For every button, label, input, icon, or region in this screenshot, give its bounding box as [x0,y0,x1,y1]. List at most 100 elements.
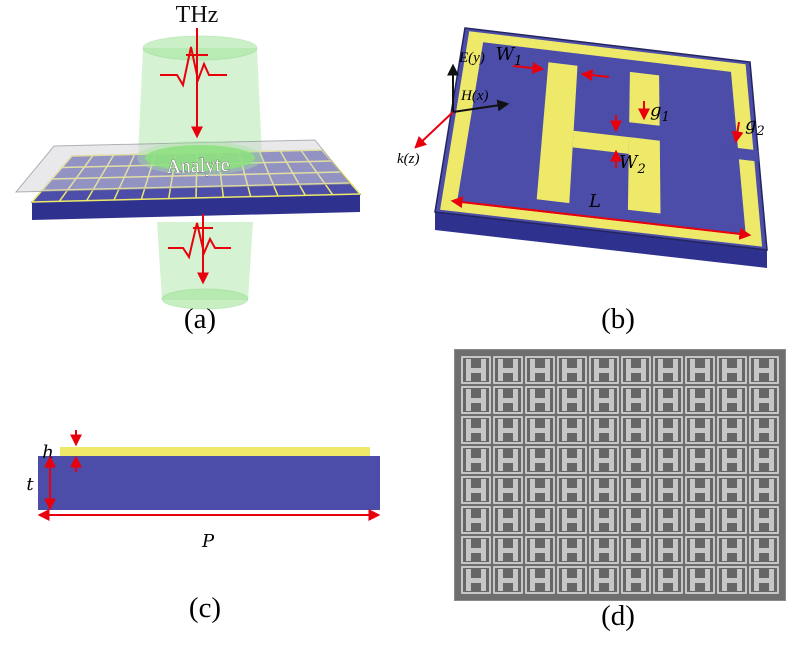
unit-cell [589,536,619,564]
unit-cell [557,506,587,534]
unit-cell [493,446,523,474]
unit-cell [589,356,619,384]
unit-cell [749,446,779,474]
unit-cell [557,536,587,564]
unit-cell [493,476,523,504]
resonator-right-bar-lower [627,137,661,214]
panel-a-label: (a) [183,303,217,335]
unit-cell [493,386,523,414]
unit-cell [461,476,491,504]
thz-beam-lower [157,222,253,310]
unit-cell [589,446,619,474]
panel-a-schematic: THz Analyte [14,2,362,310]
unit-cell [461,356,491,384]
gold-layer [60,447,370,456]
unit-cell [621,506,651,534]
dim-p-label: P [201,531,215,552]
unit-cell [589,566,619,594]
unit-cell [493,566,523,594]
unit-cell [557,416,587,444]
unit-cell [653,416,683,444]
unit-cell [461,566,491,594]
unit-cell [749,476,779,504]
axis-h-label: H(x) [460,88,488,104]
axis-e-label: E(y) [458,50,485,66]
unit-cell [525,476,555,504]
resonator-center-bar [572,130,629,154]
unit-cell [685,446,715,474]
unit-cell [621,356,651,384]
unit-cell [685,506,715,534]
unit-cell [461,386,491,414]
unit-cell [653,566,683,594]
dim-t-label: t [26,474,34,495]
panel-c-cross-section: h t P [26,430,381,552]
unit-cell [621,536,651,564]
unit-cell [685,386,715,414]
resonator-left-bar [536,62,578,204]
unit-cell [717,446,747,474]
unit-cell [621,446,651,474]
dim-l-label: L [588,191,601,212]
thz-label: THz [176,2,219,28]
unit-cell [525,356,555,384]
unit-cell [749,416,779,444]
dim-g2-label: g2 [745,114,765,139]
unit-cell [525,416,555,444]
transmitted-pulse-arrow [168,214,231,285]
substrate-layer [38,456,380,510]
unit-cell [717,476,747,504]
unit-cell [749,356,779,384]
unit-cell [749,506,779,534]
dim-w2-label: W2 [619,152,646,177]
unit-cell [685,416,715,444]
unit-cell [557,566,587,594]
analyte-label: Analyte [166,154,230,178]
incident-pulse-arrow [160,28,227,139]
dim-w1-label: W1 [496,44,523,69]
unit-cell [621,476,651,504]
unit-cell [717,416,747,444]
unit-cell [653,386,683,414]
unit-cell [461,446,491,474]
unit-cell [557,446,587,474]
cross-section-dimensions: h t P [26,430,381,552]
unit-cell [461,506,491,534]
unit-cell [749,536,779,564]
panel-c-label: (c) [188,592,222,624]
unit-cell [589,476,619,504]
unit-cell [717,386,747,414]
unit-cell [461,416,491,444]
unit-cell [589,386,619,414]
unit-cell [717,506,747,534]
unit-cell [717,536,747,564]
unit-cell [589,506,619,534]
unit-cell [653,446,683,474]
panel-b-label: (b) [601,303,635,335]
unit-cell [653,536,683,564]
unit-cell [557,356,587,384]
unit-cell [589,416,619,444]
resonator-right-bar-upper [629,71,660,126]
unit-cell [525,386,555,414]
unit-cell [749,566,779,594]
unit-cell [717,566,747,594]
unit-cell [493,416,523,444]
axis-k-label: k(z) [397,151,420,167]
unit-cell [685,536,715,564]
unit-cell [461,536,491,564]
unit-cell [717,356,747,384]
unit-cell [557,386,587,414]
dim-g1-label: g1 [650,100,670,125]
unit-cell [493,356,523,384]
unit-cell [685,476,715,504]
beam-footprint [137,141,263,175]
frame-gap-g2 [721,146,759,162]
dim-h-label: h [42,442,54,463]
panel-b-unit-cell: W1 g1 g2 W2 L E(y) H(x) k(z) [397,27,768,268]
unit-cell [525,536,555,564]
coordinate-axes: E(y) H(x) k(z) [397,50,510,167]
dimension-annotations: W1 g1 g2 W2 L [450,44,765,240]
unit-cell [621,416,651,444]
